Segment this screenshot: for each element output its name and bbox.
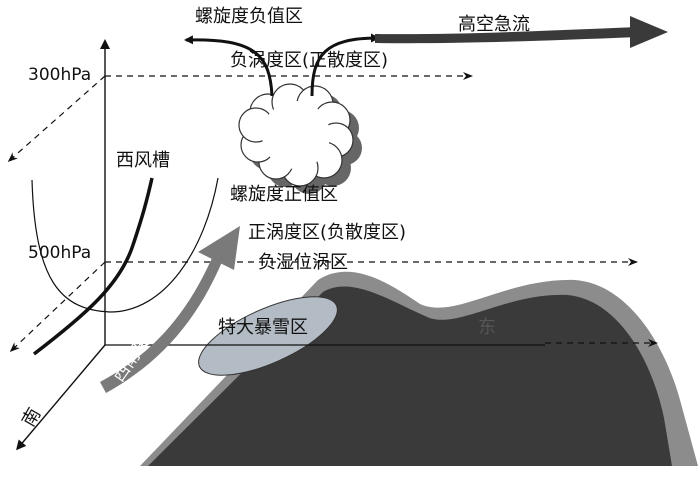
southwest-flow-head — [198, 226, 240, 270]
cloud-icon — [238, 83, 362, 194]
divergence-arrows — [184, 33, 380, 97]
westerly-trough — [31, 177, 219, 356]
south-label: 南 — [18, 404, 45, 430]
mountain-core — [148, 286, 672, 466]
westerly-trough-label: 西风槽 — [116, 150, 170, 171]
jet-stream-arrow — [375, 16, 668, 48]
southwest-flow-arrow — [100, 226, 240, 393]
lower-convergence-label: 正涡度区(负散度区) — [248, 222, 406, 243]
jet-stream-band — [375, 27, 640, 44]
divergence-right-arrow — [310, 33, 380, 97]
divergence-left-arrow — [184, 35, 274, 97]
snowstorm-zone-label: 特大暴雪区 — [218, 317, 308, 338]
negative-vorticity-label: 螺旋度负值区 — [195, 6, 303, 27]
jet-stream-head — [630, 16, 668, 48]
upper-divergence-label: 负涡度区(正散度区) — [230, 50, 388, 71]
southwest-flow-band — [100, 258, 222, 393]
positive-vorticity-label: 螺旋度正值区 — [230, 184, 338, 205]
trough-axis-line — [32, 177, 154, 356]
trough-thin-line — [31, 177, 219, 313]
snowstorm-zone-ellipse — [198, 296, 338, 376]
moist-potential-vorticity-label: 负湿位涡区 — [258, 252, 348, 273]
east-label: 东 — [478, 317, 496, 338]
level-500-label: 500hPa — [28, 243, 91, 263]
jet-stream-label: 高空急流 — [458, 14, 530, 35]
level-lines — [7, 72, 658, 353]
level-300-diagonal — [7, 75, 106, 162]
level-300-label: 300hPa — [28, 65, 91, 85]
south-axis — [16, 344, 106, 451]
